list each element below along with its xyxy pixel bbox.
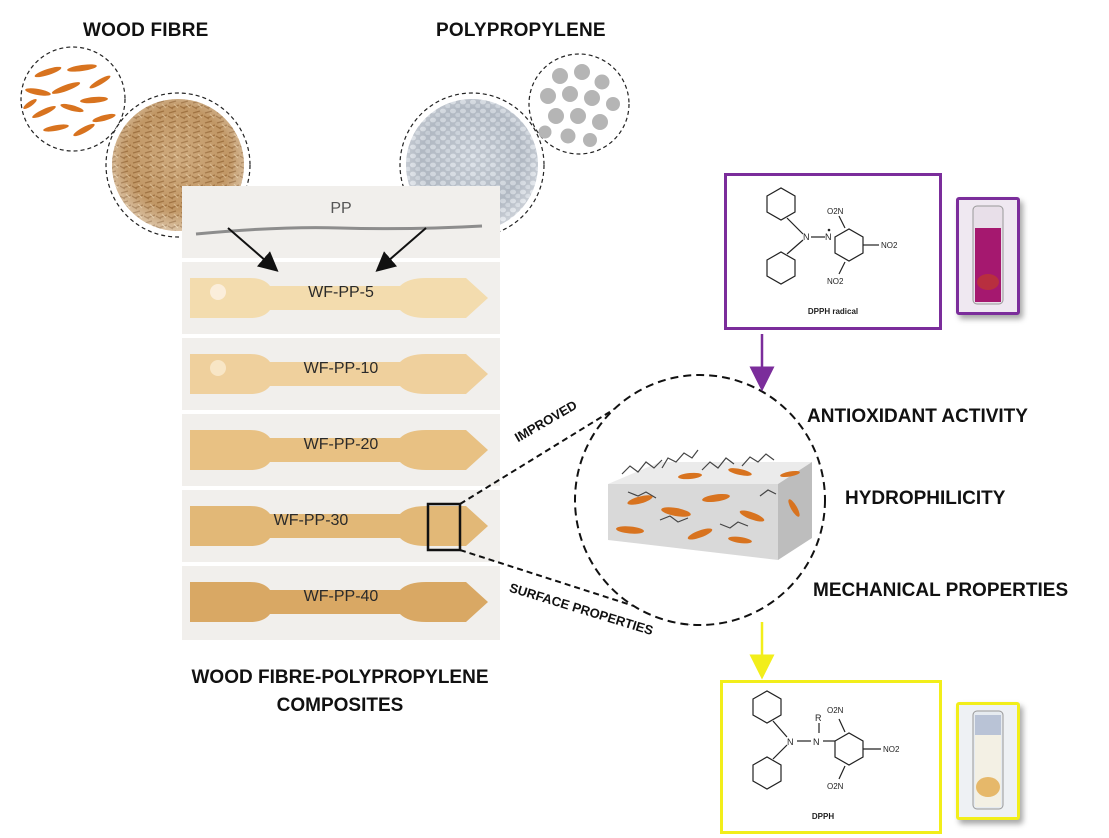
group-label: NO2 xyxy=(881,241,898,250)
sample-label: WF-PP-5 xyxy=(308,284,374,301)
composites-caption: WOOD FIBRE-POLYPROPYLENE COMPOSITES xyxy=(150,664,530,720)
dpph-structure: N N R O2N NO2 O2N DPPH xyxy=(752,690,900,821)
sample-strip-wf-pp-40: WF-PP-40 xyxy=(182,566,500,640)
sample-label: WF-PP-30 xyxy=(273,512,349,529)
composites-caption-line: WOOD FIBRE-POLYPROPYLENE xyxy=(191,667,489,688)
molecule-caption: DPPH radical xyxy=(808,307,858,316)
wood-fibre-heading: WOOD FIBRE xyxy=(83,20,209,41)
svg-text:N: N xyxy=(787,737,794,747)
property-hydrophilicity: HYDROPHILICITY xyxy=(845,488,1006,509)
svg-text:N: N xyxy=(813,737,820,747)
group-label: NO2 xyxy=(827,277,844,286)
dpph-structure-box: N N R O2N NO2 O2N DPPH xyxy=(720,680,942,834)
property-antioxidant-activity: ANTIOXIDANT ACTIVITY xyxy=(807,406,1028,427)
svg-text:N: N xyxy=(825,232,832,242)
sample-strip-wf-pp-5: WF-PP-5 xyxy=(182,262,500,334)
sample-strip-wf-pp-30: WF-PP-30 xyxy=(182,490,500,562)
svg-text:N: N xyxy=(803,232,810,242)
yellow-vial-photo xyxy=(956,702,1020,820)
sample-strip-pp: PP xyxy=(182,186,500,258)
group-label: O2N xyxy=(827,207,844,216)
dpph-radical-structure-box: N N O2N NO2 NO2 DPPH radical xyxy=(724,173,942,330)
zoom-region-box xyxy=(426,502,462,552)
zoom-line-top xyxy=(459,385,653,505)
sample-label: PP xyxy=(330,200,352,217)
sample-label: WF-PP-20 xyxy=(303,436,379,453)
group-label: O2N xyxy=(827,706,844,715)
dpph-radical-structure: N N O2N NO2 NO2 DPPH radical xyxy=(766,187,898,316)
group-label: O2N xyxy=(827,782,844,791)
property-mechanical-properties: MECHANICAL PROPERTIES xyxy=(813,580,1069,601)
sample-strip-wf-pp-10: WF-PP-10 xyxy=(182,338,500,410)
polypropylene-arrow xyxy=(375,227,427,272)
sample-label: WF-PP-40 xyxy=(303,588,379,605)
substituent-label: R xyxy=(815,713,822,723)
wood-fibre-arrow xyxy=(227,227,279,272)
magnified-surface-circle xyxy=(574,374,826,626)
purple-vial-photo xyxy=(956,197,1020,315)
polypropylene-heading: POLYPROPYLENE xyxy=(436,20,606,41)
composites-caption-line: COMPOSITES xyxy=(276,695,404,716)
sample-strip-wf-pp-20: WF-PP-20 xyxy=(182,414,500,486)
sample-label: WF-PP-10 xyxy=(303,360,379,377)
molecule-caption: DPPH xyxy=(812,812,834,821)
group-label: NO2 xyxy=(883,745,900,754)
polypropylene-schematic-circle xyxy=(528,53,630,155)
fibre-schematic-circle xyxy=(20,46,126,152)
